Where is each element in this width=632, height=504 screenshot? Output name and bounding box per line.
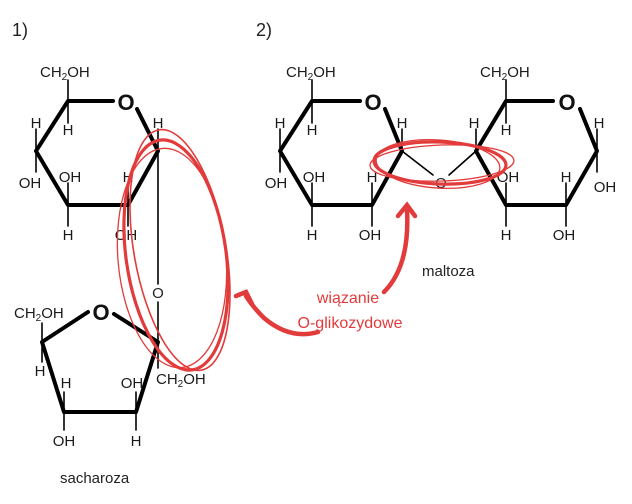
ring-oxygen: O — [92, 300, 109, 325]
atom-label: OH — [59, 169, 82, 186]
atom-label: OH — [265, 175, 288, 192]
glycosidic-bond-highlight — [116, 128, 515, 372]
atom-label: H — [307, 227, 318, 244]
ring-oxygen: O — [117, 90, 134, 115]
atom-label: OH — [19, 175, 42, 192]
atom-label: CH2OH — [14, 305, 64, 324]
atom-label: CH2OH — [480, 64, 530, 83]
atom-label: CH2OH — [286, 64, 336, 83]
atom-label: H — [397, 115, 408, 132]
atom-label: H — [594, 115, 605, 132]
panel-number-1: 1) — [12, 20, 28, 40]
panel-number-2: 2) — [256, 20, 272, 40]
atom-label: H — [307, 122, 318, 139]
atom-label: H — [123, 169, 134, 186]
atom-label: CH2OH — [156, 371, 206, 390]
annotation-line-2: O-glikozydowe — [298, 315, 403, 332]
atom-label: OH — [359, 227, 382, 244]
annotation-line-1: wiązanie — [316, 290, 379, 307]
atom-label: OH — [594, 179, 617, 196]
glycosidic-oxygen: O — [152, 285, 164, 302]
ring-oxygen: O — [364, 90, 381, 115]
atom-label: H — [501, 122, 512, 139]
atom-label: H — [561, 169, 572, 186]
caption-sucrose: sacharoza — [60, 470, 130, 487]
caption-maltose: maltoza — [422, 263, 475, 280]
annotation-arrows — [233, 201, 418, 337]
atom-label: H — [35, 363, 46, 380]
ring-oxygen: O — [558, 90, 575, 115]
maltose-right-ring: O CH2OH H H OH H H OH H OH — [448, 64, 617, 244]
atom-label: H — [153, 115, 164, 132]
atom-label: H — [61, 375, 72, 392]
atom-label: H — [469, 115, 480, 132]
atom-label: OH — [553, 227, 576, 244]
atom-label: H — [275, 115, 286, 132]
atom-label: OH — [121, 375, 144, 392]
atom-label: OH — [303, 169, 326, 186]
atom-label: CH2OH — [40, 64, 90, 83]
maltose-left-ring: O CH2OH H H OH OH H H OH H — [265, 64, 434, 244]
atom-label: OH — [53, 433, 76, 450]
atom-label: H — [131, 433, 142, 450]
atom-label: H — [501, 227, 512, 244]
atom-label: H — [367, 169, 378, 186]
atom-label: H — [63, 122, 74, 139]
sucrose-fructose-ring: O CH2OH H H OH OH H CH2OH — [14, 300, 206, 450]
atom-label: H — [63, 227, 74, 244]
atom-label: H — [31, 115, 42, 132]
